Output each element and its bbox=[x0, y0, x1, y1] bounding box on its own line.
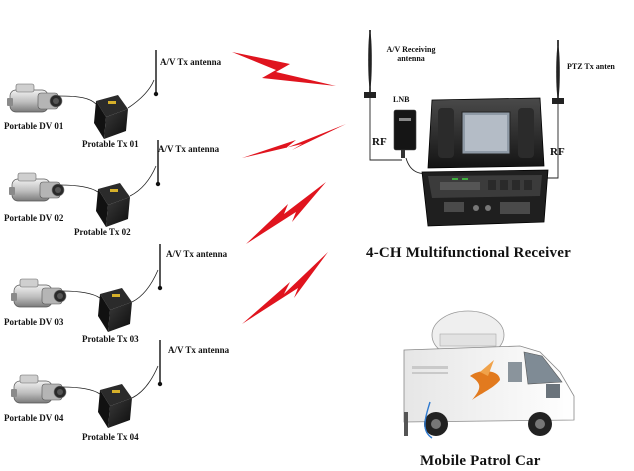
transmitter-04-label: Protable Tx 04 bbox=[82, 432, 139, 442]
camcorder-03-image bbox=[10, 278, 67, 308]
antenna-01-image bbox=[153, 49, 159, 97]
camera-unit-02 bbox=[8, 139, 161, 227]
transmitter-04-image bbox=[98, 384, 132, 428]
antenna-04-label: A/V Tx antenna bbox=[168, 345, 230, 355]
camera-unit-04 bbox=[10, 339, 163, 428]
rf-right-label: RF bbox=[550, 146, 565, 158]
camcorder-01-image bbox=[6, 83, 63, 113]
receiver-title: 4-CH Multifunctional Receiver bbox=[366, 245, 571, 261]
wireless-signal-bolt-4 bbox=[242, 252, 328, 324]
wireless-signal-bolt-2 bbox=[242, 124, 346, 158]
transmitter-02-label: Protable Tx 02 bbox=[74, 227, 131, 237]
transmitter-02-image bbox=[96, 183, 130, 227]
camcorder-04-image bbox=[10, 374, 67, 404]
wireless-signal-bolt-1 bbox=[232, 52, 336, 86]
camera-unit-01 bbox=[6, 49, 159, 139]
antenna-02-label: A/V Tx antenna bbox=[158, 144, 220, 154]
camera-01-label: Portable DV 01 bbox=[4, 121, 64, 131]
camera-02-label: Portable DV 02 bbox=[4, 213, 64, 223]
camcorder-02-image bbox=[8, 172, 65, 202]
receiving-antenna-image bbox=[364, 30, 376, 98]
rx-cable bbox=[369, 98, 402, 161]
rf-left-label: RF bbox=[372, 136, 387, 148]
ptz-antenna-image bbox=[552, 40, 564, 104]
transmitter-01-label: Protable Tx 01 bbox=[82, 139, 139, 149]
multifunctional-receiver-image bbox=[421, 97, 549, 227]
wireless-signal-bolt-3 bbox=[246, 182, 326, 244]
transmitter-03-image bbox=[98, 288, 132, 332]
antenna-01-label: A/V Tx antenna bbox=[160, 57, 222, 67]
ptz-antenna-label: PTZ Tx anten bbox=[567, 62, 615, 71]
antenna-03-image bbox=[157, 243, 163, 291]
lnb-label: LNB bbox=[393, 95, 410, 104]
camera-03-label: Portable DV 03 bbox=[4, 317, 64, 327]
transmitter-01-image bbox=[94, 95, 128, 139]
mobile-patrol-car-image bbox=[403, 310, 575, 439]
camera-04-label: Portable DV 04 bbox=[4, 413, 64, 423]
mobile-patrol-car-title: Mobile Patrol Car bbox=[420, 453, 541, 469]
camera-unit-03 bbox=[10, 243, 163, 332]
antenna-03-label: A/V Tx antenna bbox=[166, 249, 228, 259]
receiving-antenna-label: A/V Receiving antenna bbox=[386, 45, 436, 64]
antenna-04-image bbox=[157, 339, 163, 387]
lnb-unit-image bbox=[393, 109, 417, 158]
transmitter-03-label: Protable Tx 03 bbox=[82, 334, 139, 344]
